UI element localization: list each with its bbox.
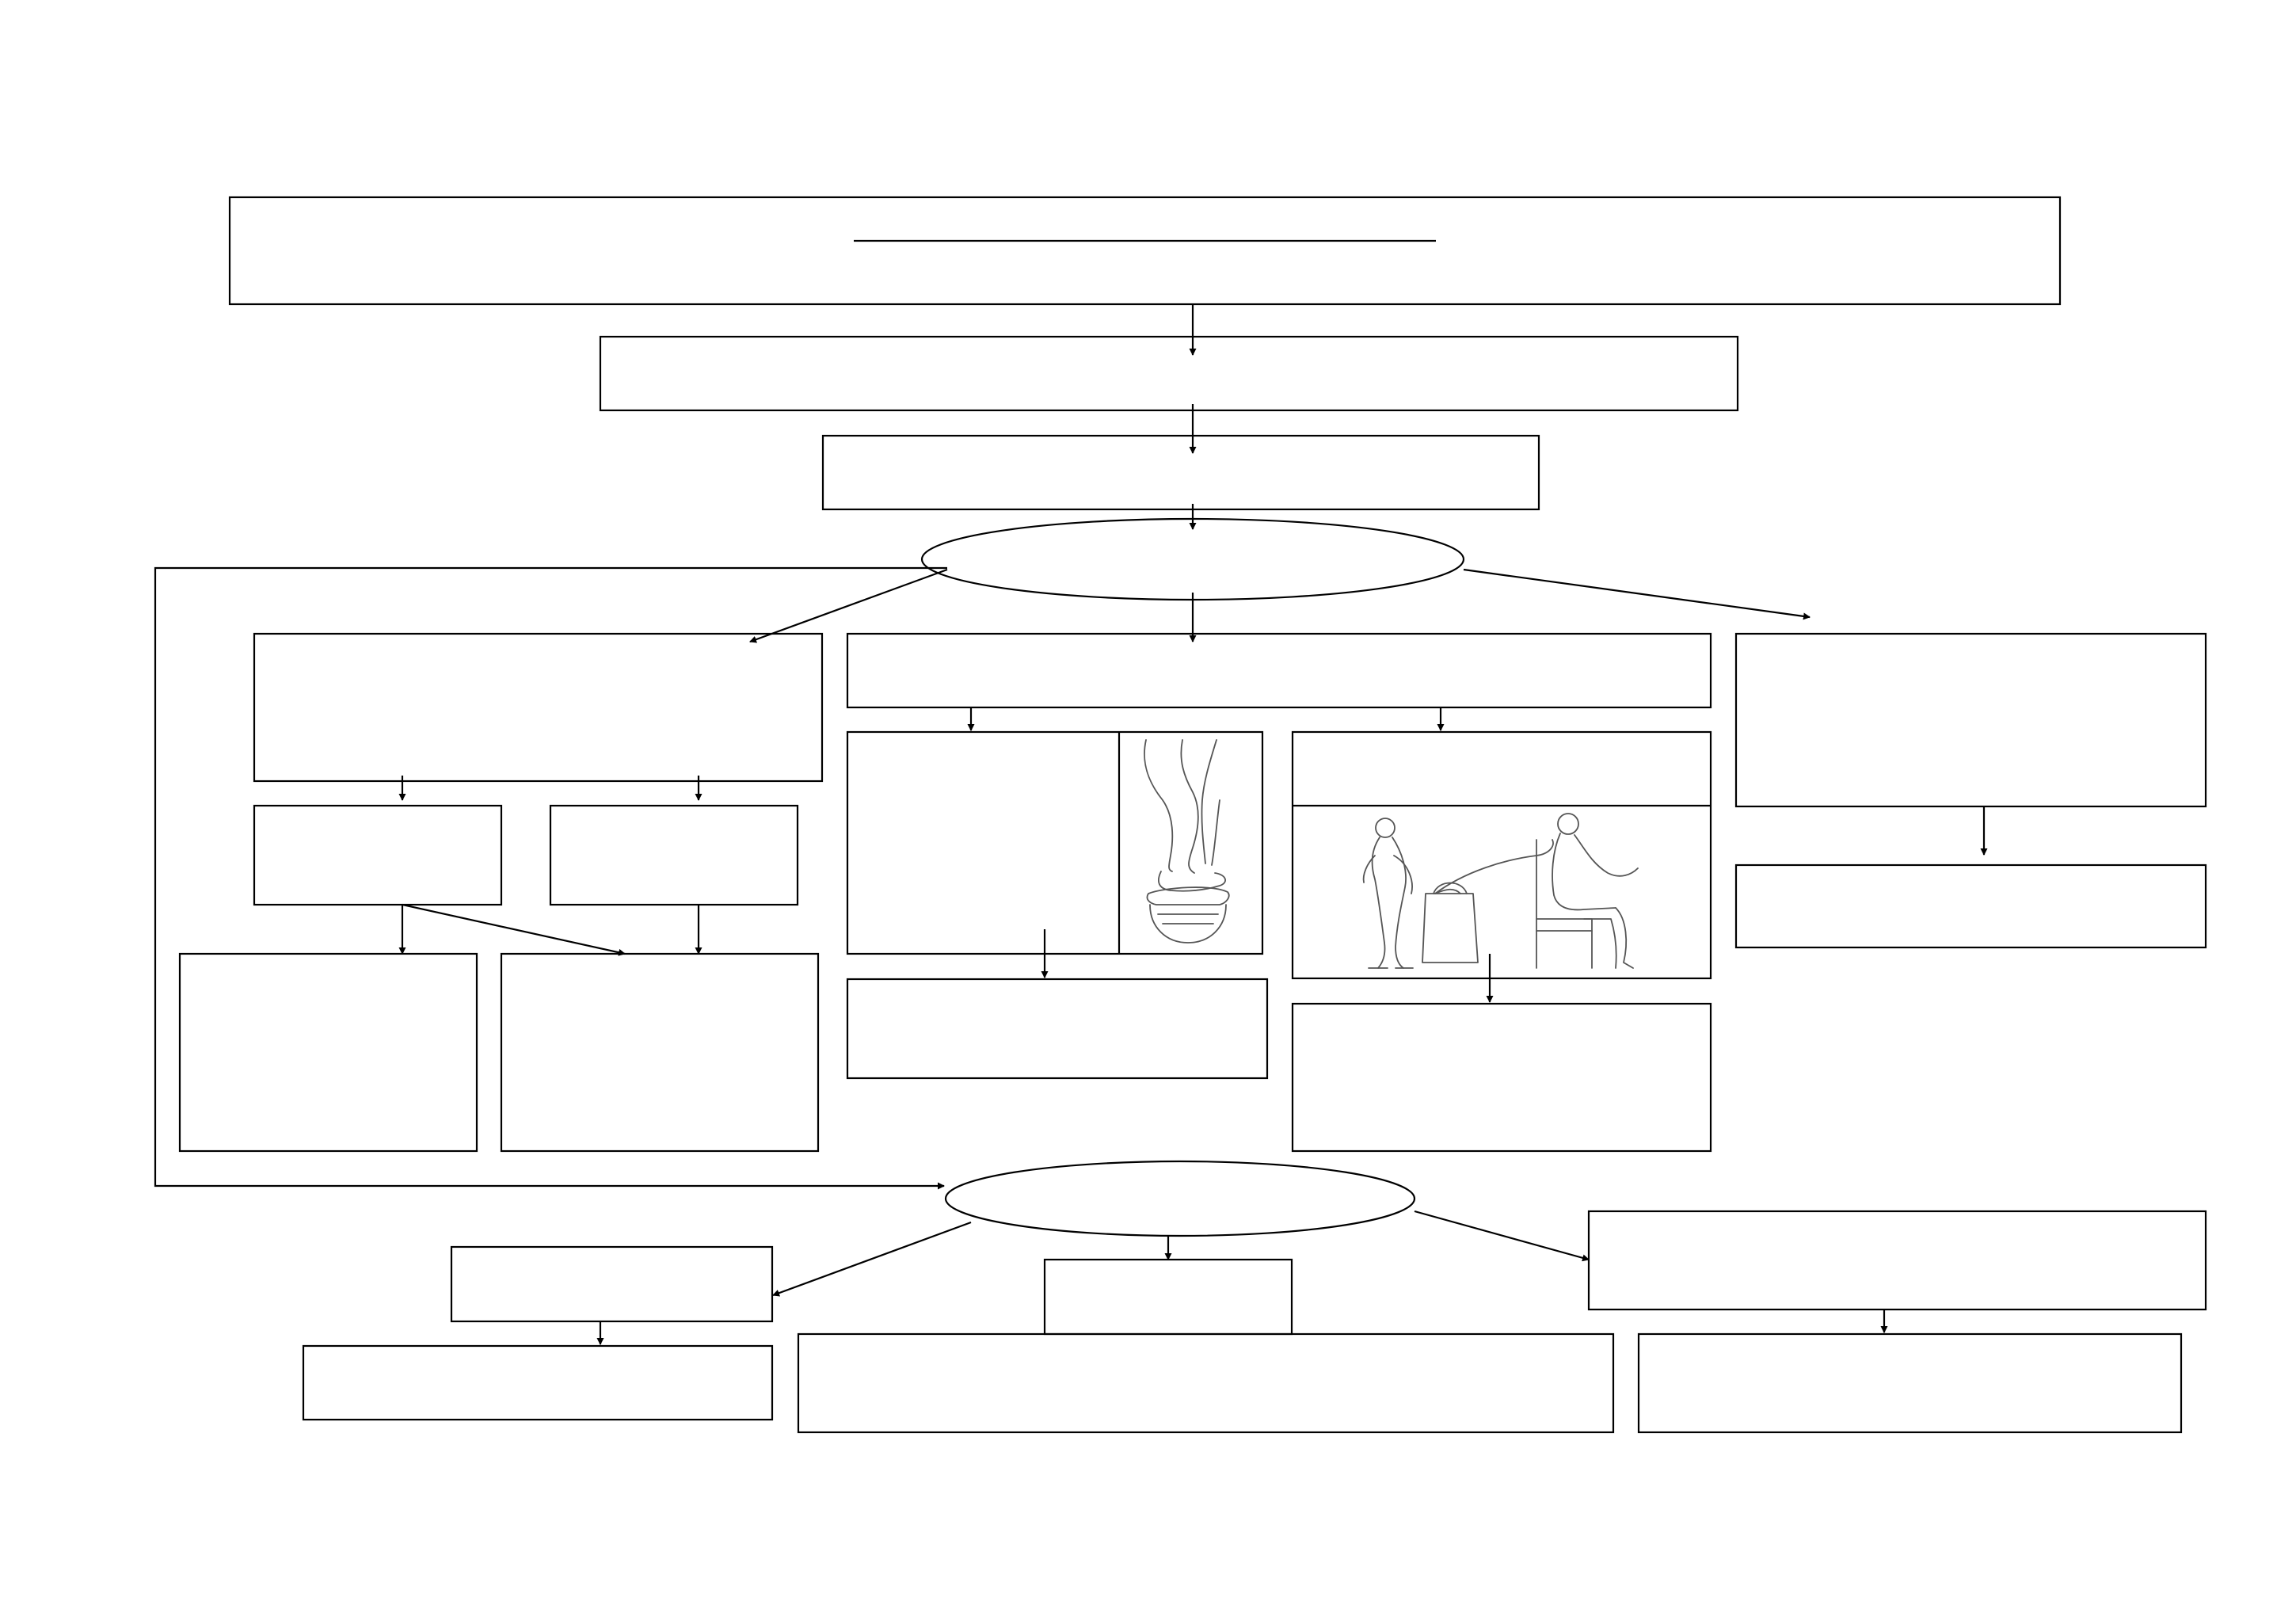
decision-ellipse-2 bbox=[944, 1160, 1416, 1237]
decision-ellipse-1 bbox=[920, 517, 1465, 601]
center-main-box bbox=[846, 632, 1712, 709]
center-left-panel bbox=[846, 730, 1264, 955]
figures-lifting-and-sitting-illustration bbox=[1362, 813, 1639, 969]
center-right-result-box bbox=[1291, 1002, 1712, 1153]
title-box bbox=[228, 196, 2062, 306]
arrow-ellipse1-to-right bbox=[1463, 568, 1811, 620]
feedback-loop-connector bbox=[154, 566, 947, 1190]
left-detail-box-a bbox=[178, 952, 478, 1153]
center-right-panel bbox=[1291, 730, 1712, 980]
bottom-left-result-box bbox=[302, 1344, 774, 1421]
arrow-ellipse2-to-bottom-left bbox=[772, 1221, 972, 1297]
bottom-left-box bbox=[450, 1245, 774, 1323]
arrow-ellipse2-to-bottom-right bbox=[1414, 1210, 1590, 1262]
bottom-right-box bbox=[1587, 1210, 2207, 1311]
left-detail-box-b bbox=[500, 952, 820, 1153]
bottom-center-result-box bbox=[797, 1332, 1615, 1434]
step-box-2 bbox=[821, 434, 1540, 511]
bottom-right-result-box bbox=[1637, 1332, 2183, 1434]
bottom-center-box bbox=[1043, 1258, 1293, 1336]
center-left-result-box bbox=[846, 978, 1269, 1080]
left-sub-box-a bbox=[253, 804, 503, 906]
feet-on-balance-board-illustration bbox=[1144, 739, 1230, 944]
left-sub-box-b bbox=[549, 804, 799, 906]
arrow-sub-a-to-detail-b bbox=[402, 903, 626, 956]
right-main-box bbox=[1734, 632, 2207, 808]
left-main-box bbox=[253, 632, 824, 783]
right-result-box bbox=[1734, 863, 2207, 949]
step-box-1 bbox=[599, 335, 1739, 412]
arrow-ellipse1-to-left bbox=[749, 568, 948, 643]
